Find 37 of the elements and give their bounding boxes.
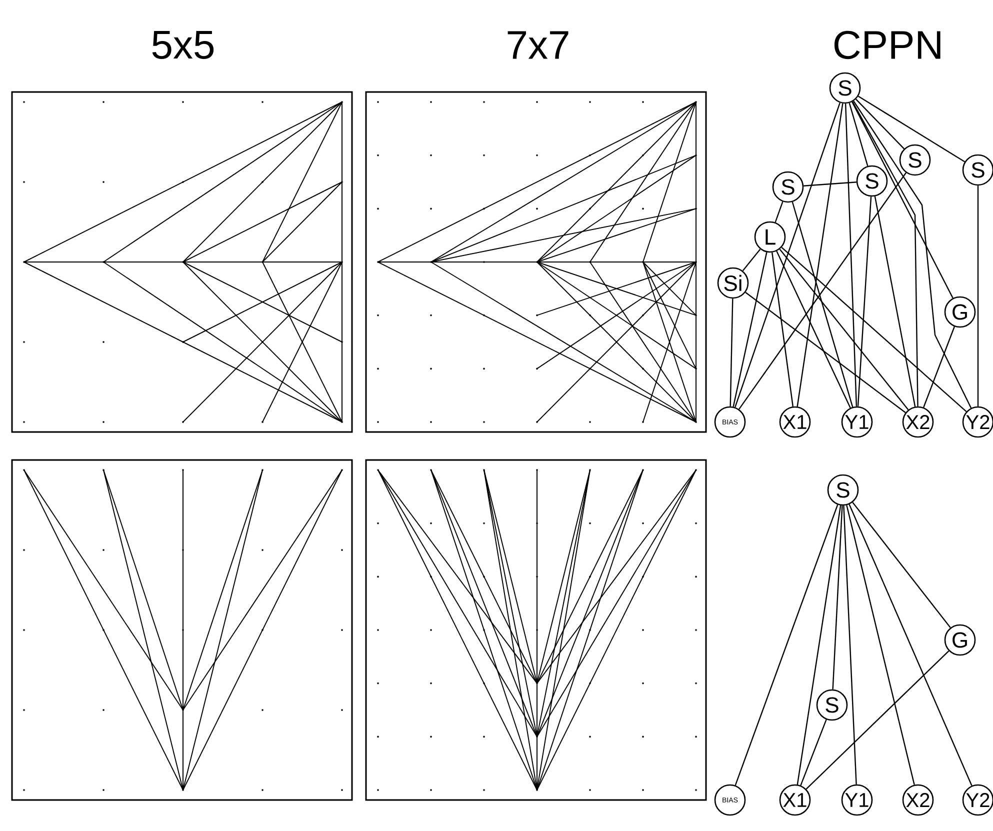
- connection-line: [848, 504, 972, 786]
- connection-line: [734, 504, 838, 786]
- connection-line: [774, 202, 784, 222]
- connection-line: [923, 326, 955, 408]
- connection-line: [742, 248, 761, 272]
- connection-line: [730, 298, 734, 406]
- connection-line: [781, 246, 967, 412]
- connection-line: [858, 96, 965, 162]
- connection-line: [796, 103, 844, 407]
- connection-line: [772, 252, 794, 407]
- column-heading: 7x7: [508, 31, 568, 59]
- connection-line: [874, 196, 916, 407]
- connection-line: [745, 292, 906, 414]
- connection-line: [852, 102, 954, 298]
- connection-line: [848, 102, 868, 166]
- connection-line: [853, 100, 972, 408]
- connection-line: [792, 202, 854, 408]
- connection-line: [776, 250, 851, 408]
- connection-line: [800, 719, 827, 786]
- connection-line: [852, 101, 918, 406]
- connection-line: [977, 186, 979, 406]
- connection-line: [804, 182, 856, 186]
- connection-line: [738, 172, 906, 410]
- connection-line: [846, 505, 915, 785]
- connection-line: [732, 252, 768, 407]
- column-heading: CPPN: [834, 30, 940, 60]
- connection-line: [734, 102, 840, 408]
- connection-line: [852, 502, 951, 628]
- connection-line: [832, 506, 843, 690]
- connection-line: [855, 98, 905, 150]
- connection-line: [844, 104, 858, 406]
- connection-line: [843, 506, 857, 784]
- column-heading: 5x5: [152, 31, 214, 59]
- connection-line: [857, 196, 872, 406]
- connection-line: [779, 248, 909, 410]
- connection-line: [796, 505, 842, 785]
- connection-line: [806, 650, 950, 790]
